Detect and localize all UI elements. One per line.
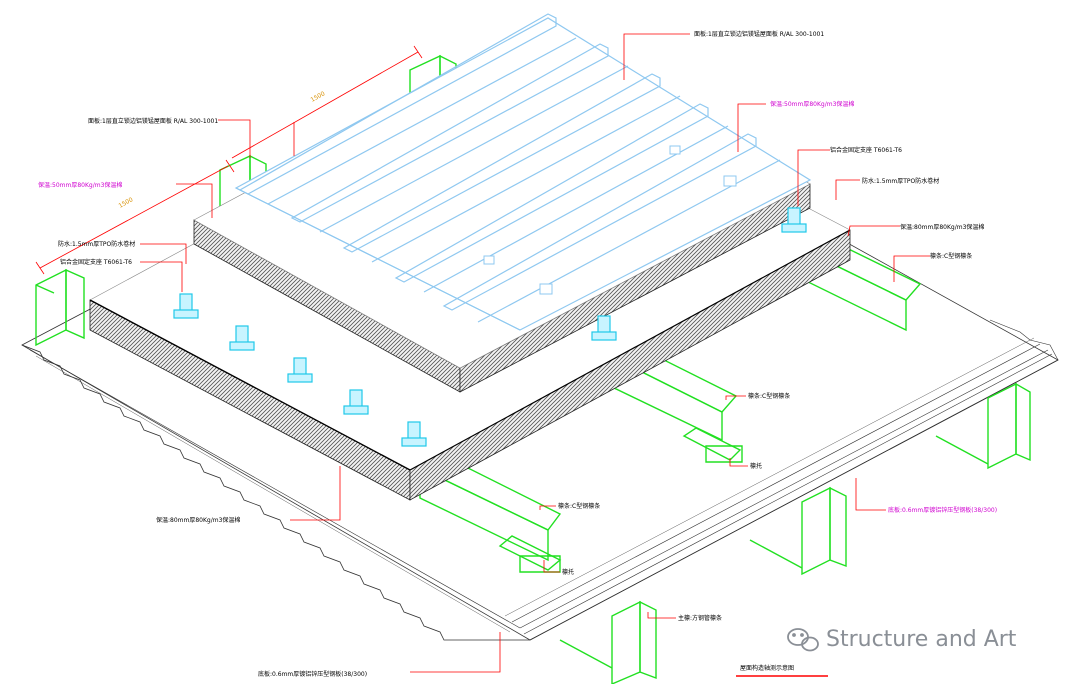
label-mid-insulation-right: 保温:80mm厚80Kg/m3保温棉: [900, 223, 984, 231]
annotation-labels: 面板:1层直立锁边铝镁锰屋面板 R/AL 300-1001 保温:50mm厚80…: [38, 30, 997, 678]
wechat-icon: [787, 628, 819, 652]
watermark-text: Structure and Art: [826, 627, 1017, 652]
label-main-beam: 主檩:方钢管檩条: [678, 614, 722, 622]
dimension-label: 1500: [118, 196, 135, 210]
label-left-roof-panel: 面板:1层直立锁边铝镁锰屋面板 R/AL 300-1001: [88, 117, 218, 125]
bracket-icon: [173, 293, 199, 319]
label-top-roof-panel: 面板:1层直立锁边铝镁锰屋面板 R/AL 300-1001: [694, 30, 824, 38]
bracket-icon: [287, 357, 313, 383]
label-purlin-low-tie: 檩托: [562, 568, 574, 576]
bracket-icon: [591, 315, 617, 341]
label-top-insulation: 保温:50mm厚80Kg/m3保温棉: [770, 100, 854, 108]
aluminum-brackets: [173, 207, 807, 447]
leader-lines: [140, 33, 930, 673]
bracket-icon: [401, 421, 427, 447]
label-purlin-mid: 檩条:C型钢檩条: [748, 392, 790, 400]
roof-panels: [234, 13, 812, 331]
bracket-icon: [781, 207, 807, 233]
label-purlin-low: 檩条:C型钢檩条: [558, 502, 600, 510]
bracket-icon: [229, 325, 255, 351]
watermark: Structure and Art: [787, 627, 1017, 652]
dimension-lines: [35, 45, 423, 275]
label-bottom-deck-left: 底板:0.6mm厚镀铝锌压型钢板(38/300): [258, 670, 367, 678]
label-left-bracket: 铝合金固定支座 T6061-T6: [60, 258, 132, 266]
label-top-bracket: 铝合金固定支座 T6061-T6: [830, 146, 902, 154]
dimension-label: 1500: [310, 90, 327, 104]
label-purlin-mid-tie: 檩托: [750, 462, 762, 470]
roof-clips: [483, 145, 737, 295]
label-top-membrane: 防水:1.5mm厚TPO防水卷材: [862, 177, 939, 185]
label-purlin-right: 檩条:C型钢檩条: [930, 252, 972, 260]
label-bottom-insulation: 保温:80mm厚80Kg/m3保温棉: [156, 516, 240, 524]
label-left-insulation: 保温:50mm厚80Kg/m3保温棉: [38, 181, 122, 189]
bracket-icon: [343, 389, 369, 415]
label-left-membrane: 防水:1.5mm厚TPO防水卷材: [58, 240, 135, 248]
diagram-caption: 屋面构造轴测示意图: [740, 664, 794, 672]
label-bottom-deck-right: 底板:0.6mm厚镀铝锌压型钢板(38/300): [888, 506, 997, 514]
